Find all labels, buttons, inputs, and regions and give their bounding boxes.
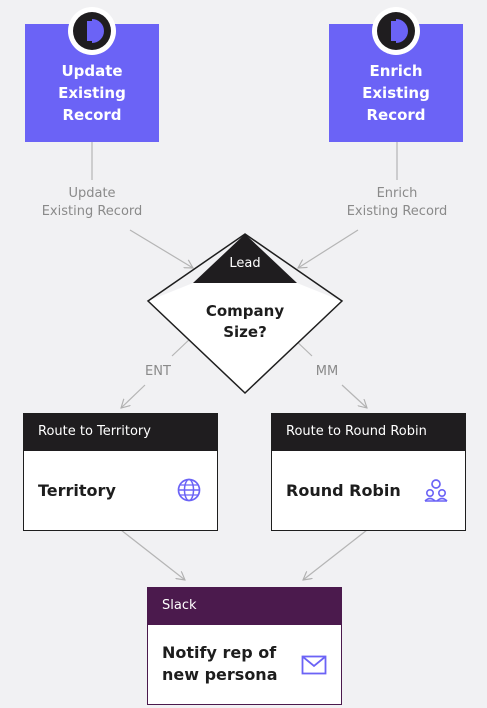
slack-card-title: Notify rep of new persona [162,643,278,684]
users-icon [424,479,448,502]
edge-mm-to-roundrobin [341,384,367,408]
app-logo-icon [68,7,116,55]
territory-card-header: Route to Territory [24,414,217,451]
decision-question: Company Size? [205,302,285,341]
edge-label-update: Update Existing Record [41,186,143,219]
enrich-record-node[interactable]: Enrich Existing Record [329,7,463,142]
round-robin-card-body: Round Robin [272,451,465,530]
territory-card-title: Territory [38,481,116,500]
enrich-record-title: Enrich Existing Record [362,62,430,124]
slack-card[interactable]: Slack Notify rep of new persona [147,587,342,705]
territory-card-body: Territory [24,451,217,530]
edge-ent-to-territory [121,384,146,408]
edge-update-to-decision [129,229,193,268]
update-record-node[interactable]: Update Existing Record [25,7,159,142]
territory-card[interactable]: Route to Territory Territory [23,413,218,531]
edge-enrich-to-decision [298,229,359,268]
decision-outline [146,233,344,395]
edge-territory-to-slack [120,529,185,580]
app-logo-icon [372,7,420,55]
round-robin-card-header: Route to Round Robin [272,414,465,451]
decision-body-shape [148,283,342,393]
mail-icon [301,655,327,675]
decision-node[interactable] [146,233,344,395]
slack-card-body: Notify rep of new persona [148,625,341,704]
round-robin-card[interactable]: Route to Round Robin Round Robin [271,413,466,531]
update-record-title: Update Existing Record [58,62,126,124]
slack-card-header: Slack [148,588,341,625]
edge-roundrobin-to-slack [303,529,368,580]
decision-header-label: Lead [229,256,261,271]
globe-icon [177,478,201,502]
decision-header-shape [193,234,297,283]
edge-label-enrich: Enrich Existing Record [346,186,448,219]
edge-label-ent: ENT [145,364,171,379]
edge-label-mm: MM [315,364,339,379]
round-robin-card-title: Round Robin [286,481,401,500]
